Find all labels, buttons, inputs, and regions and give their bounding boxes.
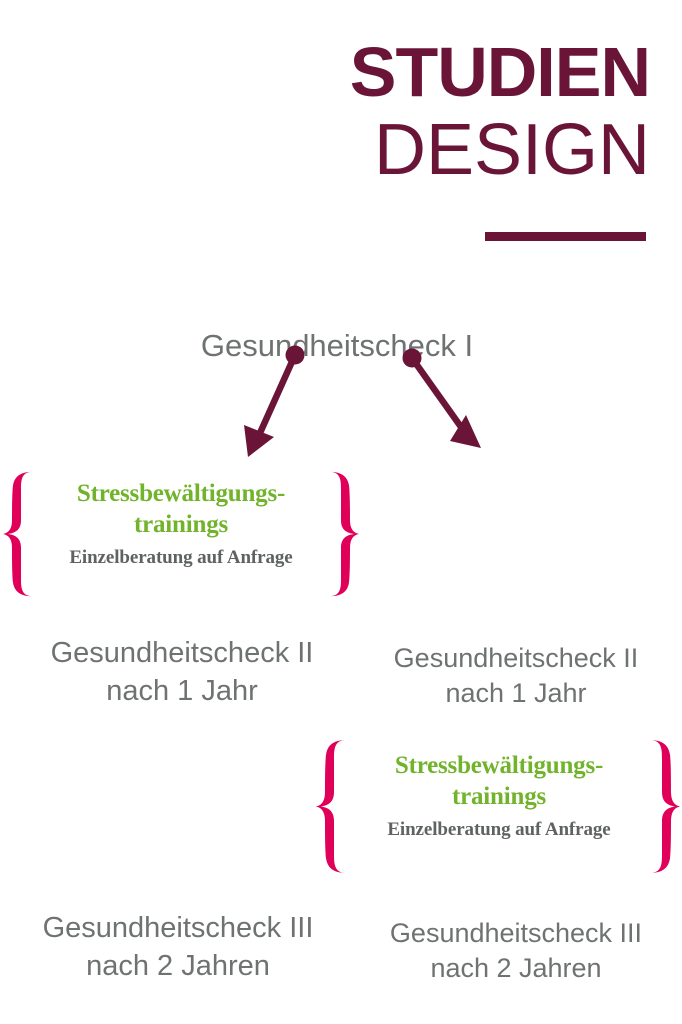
node-gesundheitscheck-2-left: Gesundheitscheck II nach 1 Jahr: [50, 637, 314, 707]
intervention-text-right: Stressbewältigungs- trainings Einzelbera…: [356, 750, 642, 841]
node-gesundheitscheck-2-right: Gesundheitscheck II nach 1 Jahr: [393, 643, 639, 709]
curly-brace-left-icon: [312, 734, 358, 879]
title-underline-bar: [485, 232, 646, 241]
intervention-text-left: Stressbewältigungs- trainings Einzelbera…: [40, 478, 322, 569]
node-gesundheitscheck-1-label: Gesundheitscheck I: [200, 328, 474, 364]
node-gesundheitscheck-1: Gesundheitscheck I: [0, 286, 682, 367]
training-subtitle: Einzelberatung auf Anfrage: [69, 547, 293, 568]
node-gesundheitscheck-3-left: Gesundheitscheck III nach 2 Jahren: [42, 912, 314, 982]
training-title: Stressbewältigungs- trainings: [76, 480, 286, 538]
curly-brace-right-icon: [638, 734, 682, 879]
intervention-block-right: Stressbewältigungs- trainings Einzelbera…: [312, 734, 682, 879]
page-title: STUDIEN DESIGN: [0, 33, 651, 190]
curly-brace-right-icon: [317, 466, 363, 602]
title-line-studien: STUDIEN: [349, 33, 651, 111]
title-line-design: DESIGN: [373, 110, 650, 190]
curly-brace-left-icon: [0, 466, 45, 602]
training-title: Stressbewältigungs- trainings: [394, 752, 604, 810]
node-gesundheitscheck-3-right: Gesundheitscheck III nach 2 Jahren: [389, 918, 643, 984]
training-subtitle: Einzelberatung auf Anfrage: [387, 819, 611, 840]
intervention-block-left: Stressbewältigungs- trainings Einzelbera…: [0, 466, 360, 602]
